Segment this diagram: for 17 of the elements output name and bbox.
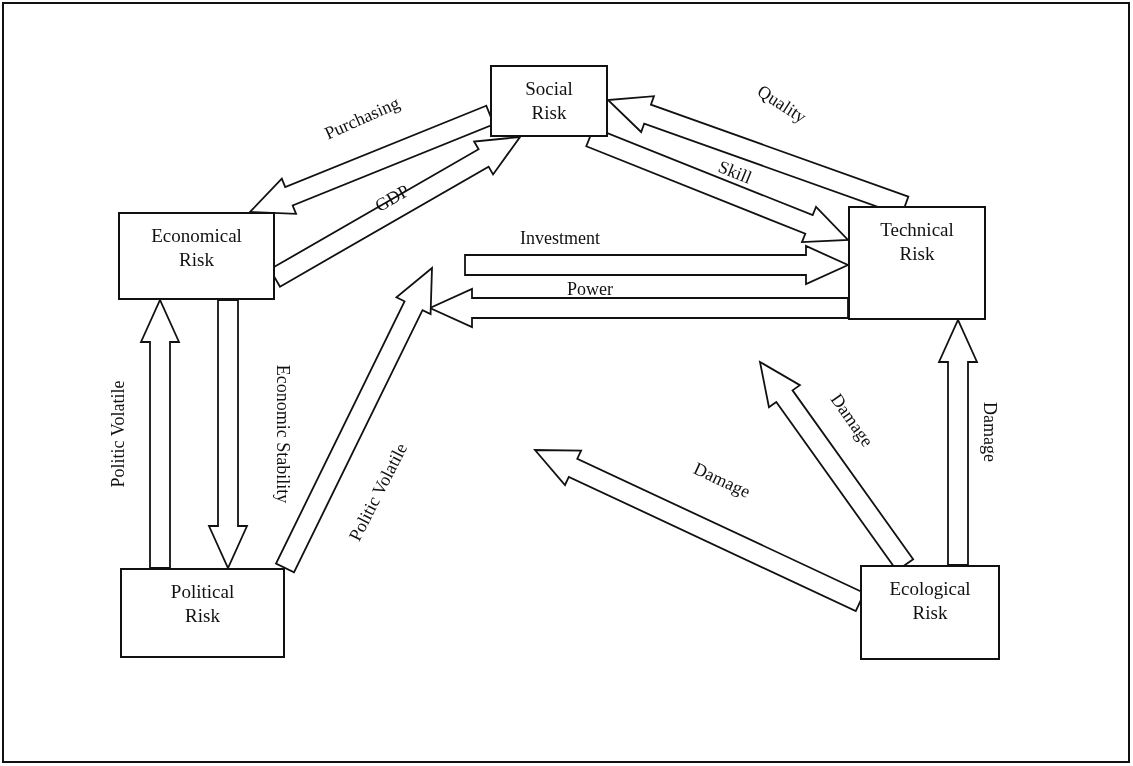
edge-label: GDP <box>371 181 413 215</box>
block-arrow <box>207 299 249 571</box>
risk-box: Social Risk <box>490 65 608 137</box>
edge-label: Power <box>567 280 613 298</box>
risk-box: Political Risk <box>120 568 285 658</box>
edge-label: Damage <box>981 402 999 462</box>
edge-label: Investment <box>520 229 600 247</box>
risk-box: Technical Risk <box>848 206 986 320</box>
edge-label: Politic Volatile <box>109 380 127 488</box>
block-arrow <box>464 244 851 286</box>
block-arrow <box>274 266 433 574</box>
block-arrow <box>139 297 181 569</box>
risk-box: Economical Risk <box>118 212 275 300</box>
edge-label: Economic Stability <box>274 364 292 504</box>
edge-label: Skill <box>715 157 755 187</box>
risk-box: Ecological Risk <box>860 565 1000 660</box>
block-arrow <box>937 317 979 566</box>
